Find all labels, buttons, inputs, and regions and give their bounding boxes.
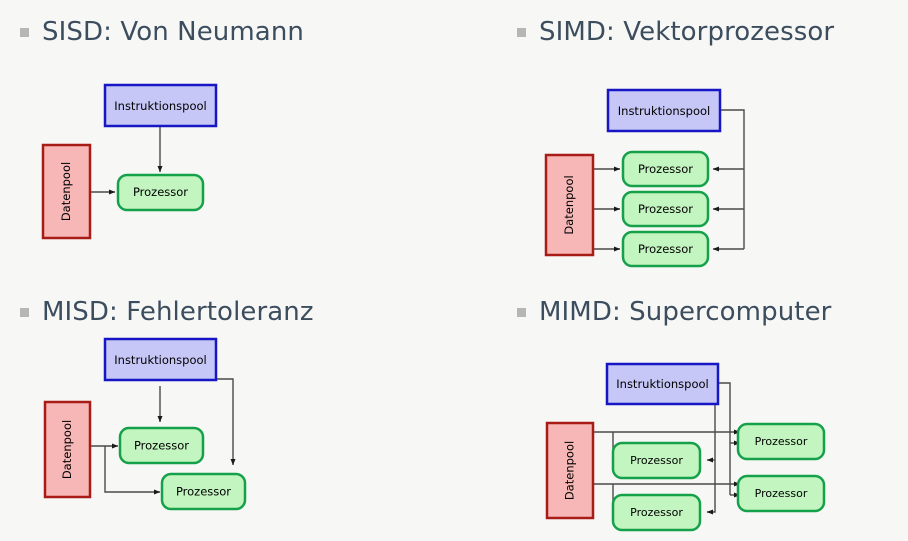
- bullet-square-icon: [20, 27, 29, 37]
- node-processor-1: Prozessor: [116, 173, 205, 212]
- node-instruction-pool-label: Instruktionspool: [114, 353, 206, 367]
- diagram-simd-canvas: Instruktionspool Datenpool Prozessor Pro…: [544, 88, 745, 268]
- wire-data-to-processor-2: [104, 446, 161, 495]
- heading-misd: MISD: Fehlertoleranz: [20, 299, 314, 325]
- diagram-sisd: Instruktionspool Datenpool Prozessor: [0, 0, 454, 280]
- wire-instruction-to-processor-2: [216, 378, 236, 466]
- node-data-pool-label: Datenpool: [563, 441, 577, 500]
- wire-instruction-to-processor-l2: [706, 404, 716, 515]
- wire-instruction-bus-right: [718, 382, 731, 495]
- node-processor-l2: Prozessor: [611, 493, 702, 532]
- bullet-square-icon: [517, 27, 526, 37]
- node-data-pool-label: Datenpool: [59, 162, 73, 221]
- node-data-pool: Datenpool: [545, 421, 595, 520]
- node-processor-2: Prozessor: [621, 190, 710, 228]
- quadrant-sisd: SISD: Von Neumann Instruktionspool: [0, 0, 454, 280]
- node-processor-3: Prozessor: [621, 230, 710, 268]
- node-data-pool: Datenpool: [41, 143, 92, 240]
- node-processor-1-label: Prozessor: [134, 439, 189, 453]
- node-instruction-pool: Instruktionspool: [103, 337, 218, 382]
- node-instruction-pool-label: Instruktionspool: [114, 99, 206, 113]
- diagram-sisd-canvas: Instruktionspool Datenpool Prozessor: [41, 83, 218, 240]
- diagram-mimd-canvas: Instruktionspool Datenpool Prozessor Pro…: [545, 362, 826, 532]
- node-processor-l1: Prozessor: [611, 441, 702, 480]
- quadrant-misd: MISD: Fehlertoleranz Ins: [0, 280, 454, 541]
- node-processor-2-label: Prozessor: [638, 202, 693, 216]
- node-instruction-pool-label: Instruktionspool: [618, 104, 710, 118]
- diagram-mimd: Instruktionspool Datenpool Prozessor Pro…: [454, 280, 908, 541]
- node-instruction-pool: Instruktionspool: [606, 88, 722, 133]
- node-processor-2: Prozessor: [160, 472, 247, 511]
- heading-sisd-label: SISD: Von Neumann: [42, 17, 304, 47]
- node-processor-r2-label: Prozessor: [755, 487, 808, 500]
- node-instruction-pool: Instruktionspool: [605, 362, 720, 406]
- node-data-pool: Datenpool: [43, 400, 92, 499]
- diagram-simd: Instruktionspool Datenpool Prozessor Pro…: [454, 0, 908, 280]
- node-data-pool-label: Datenpool: [562, 175, 576, 234]
- quadrant-mimd: MIMD: Supercomputer: [454, 280, 908, 541]
- heading-simd-label: SIMD: Vektorprozessor: [539, 17, 835, 47]
- heading-simd: SIMD: Vektorprozessor: [517, 19, 834, 45]
- node-processor-1: Prozessor: [621, 150, 710, 188]
- heading-mimd: MIMD: Supercomputer: [517, 299, 831, 325]
- diagram-misd-canvas: Instruktionspool Datenpool Prozessor Pro…: [43, 337, 247, 511]
- node-processor-r1: Prozessor: [736, 422, 826, 461]
- diagram-misd: Instruktionspool Datenpool Prozessor Pro…: [0, 280, 454, 541]
- node-processor-3-label: Prozessor: [638, 242, 693, 256]
- heading-misd-label: MISD: Fehlertoleranz: [42, 297, 314, 327]
- node-data-pool-label: Datenpool: [60, 420, 74, 479]
- node-processor-1: Prozessor: [118, 426, 205, 465]
- wire-instruction-bus: [720, 109, 745, 249]
- node-instruction-pool: Instruktionspool: [103, 83, 218, 128]
- node-processor-1-label: Prozessor: [133, 185, 188, 199]
- bullet-square-icon: [517, 307, 526, 317]
- node-processor-l2-label: Prozessor: [630, 506, 683, 519]
- node-instruction-pool-label: Instruktionspool: [616, 377, 708, 391]
- node-processor-2-label: Prozessor: [176, 485, 231, 499]
- node-processor-1-label: Prozessor: [638, 162, 693, 176]
- node-processor-r1-label: Prozessor: [755, 435, 808, 448]
- node-data-pool: Datenpool: [544, 153, 595, 257]
- node-processor-l1-label: Prozessor: [630, 454, 683, 467]
- node-processor-r2: Prozessor: [736, 474, 826, 513]
- bullet-square-icon: [20, 307, 29, 317]
- heading-sisd: SISD: Von Neumann: [20, 19, 304, 45]
- quadrant-simd: SIMD: Vektorprozessor: [454, 0, 908, 280]
- heading-mimd-label: MIMD: Supercomputer: [539, 297, 832, 327]
